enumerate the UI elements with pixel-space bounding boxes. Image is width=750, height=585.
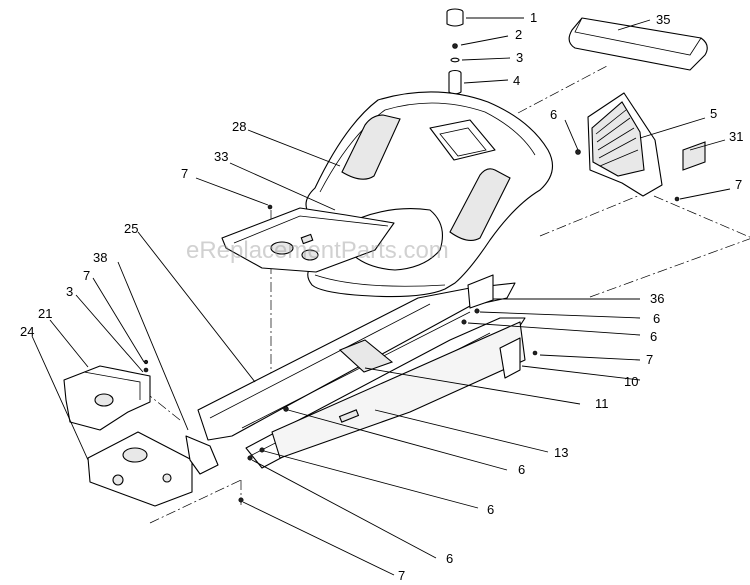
callout-6-frame: 6 [518, 462, 525, 477]
phantom-line-seat-to-frame [517, 65, 608, 114]
frame-assembly [197, 274, 526, 469]
phantom-line-bracket-to-frame [129, 379, 181, 421]
phantom-line-shroud-to-frame [539, 194, 641, 237]
callout-38: 38 [93, 250, 107, 265]
callout-2: 2 [515, 27, 522, 42]
callout-11: 11 [595, 396, 609, 411]
part-33-footrest-pan [221, 207, 395, 273]
callout-24: 24 [20, 324, 34, 339]
callout-10: 10 [624, 374, 638, 389]
callout-35: 35 [656, 12, 670, 27]
callout-6-shroud: 6 [550, 107, 557, 122]
callout-7-front: 7 [83, 268, 90, 283]
part-10-bracket [499, 337, 538, 379]
callout-6-rail-2: 6 [650, 329, 657, 344]
callout-4: 4 [513, 73, 520, 88]
part-28-fender-body [305, 91, 554, 298]
callout-13: 13 [554, 445, 568, 460]
part-24-bracket-plate [87, 431, 193, 507]
part-5-rear-shroud [575, 92, 663, 197]
callout-5: 5 [710, 106, 717, 121]
callout-28: 28 [232, 119, 246, 134]
leader-lines [31, 17, 731, 576]
callout-36: 36 [650, 291, 664, 306]
callout-31: 31 [729, 129, 743, 144]
part-31-decal [682, 141, 706, 171]
callout-6-rail-1: 6 [653, 311, 660, 326]
phantom-line-frame-to-shroud [589, 238, 750, 298]
callout-7-rail: 7 [646, 352, 653, 367]
phantom-line-shroud-to-frame-2 [653, 195, 750, 238]
part-21-shield [63, 365, 151, 431]
callout-1: 1 [530, 10, 537, 25]
callout-6-lower: 6 [487, 502, 494, 517]
callout-7-bottom: 7 [398, 568, 405, 583]
callout-labels: 1 2 3 4 35 5 31 6 7 28 33 7 25 38 7 21 3… [20, 10, 743, 583]
callout-21: 21 [38, 306, 52, 321]
callout-25: 25 [124, 221, 138, 236]
front-bracket-hardware [143, 196, 680, 503]
callout-6-bottom: 6 [446, 551, 453, 566]
callout-33: 33 [214, 149, 228, 164]
phantom-line-bottom-plate [149, 479, 242, 524]
part-35-bar [568, 17, 708, 71]
watermark-text: eReplacementParts.com [186, 237, 449, 264]
callout-7-pan: 7 [181, 166, 188, 181]
callout-3: 3 [516, 50, 523, 65]
parts-1-to-4-knob-stack [446, 8, 464, 95]
callout-7-shroud: 7 [735, 177, 742, 192]
callout-3-front: 3 [66, 284, 73, 299]
